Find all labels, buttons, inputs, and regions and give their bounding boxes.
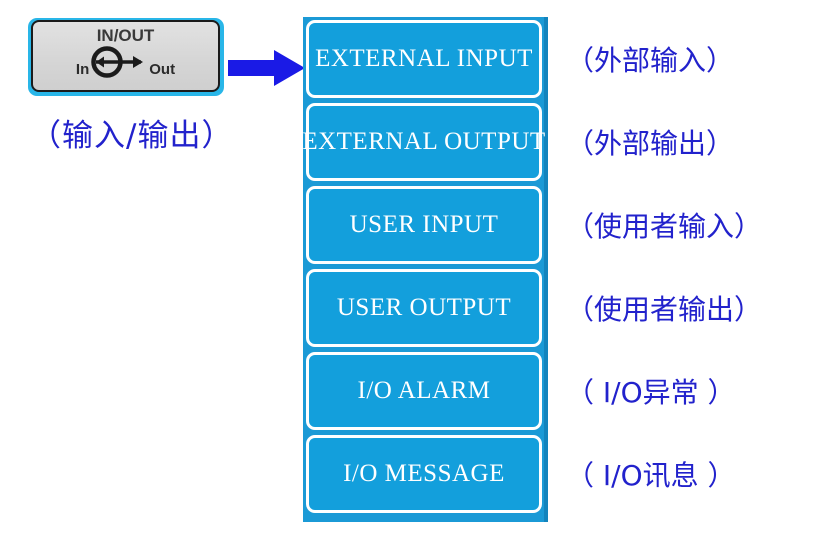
hardkey-out-label: Out [149, 61, 176, 78]
softkey-label: EXTERNAL INPUT [315, 45, 533, 72]
softkey-io-alarm[interactable]: I/O ALARM [306, 352, 542, 430]
annotation-row: （ I/O讯息 ） [566, 435, 824, 513]
softkey-label: USER INPUT [349, 211, 499, 238]
annotation-external-input: （外部输入） [566, 44, 735, 77]
hardkey-title-label: IN/OUT [96, 26, 155, 45]
annotation-user-output: （使用者输出） [566, 293, 763, 326]
softkey-label: I/O MESSAGE [343, 460, 505, 487]
right-arrow-icon [228, 48, 306, 88]
annotation-io-alarm: （ I/O异常 ） [566, 376, 736, 409]
softkey-external-output[interactable]: EXTERNAL OUTPUT [302, 103, 545, 181]
annotation-column: （外部输入） （外部输出） （使用者输入） （使用者输出） （ I/O异常 ） … [566, 17, 824, 522]
in-out-arrow-circle-icon [83, 45, 157, 79]
hardkey-caption-chinese: （输入/输出） [30, 118, 234, 154]
hardkey-in-label: In [75, 61, 90, 78]
annotation-row: （ I/O异常 ） [566, 352, 824, 430]
annotation-row: （外部输入） [566, 20, 824, 98]
softkey-label: USER OUTPUT [336, 294, 512, 321]
annotation-row: （使用者输入） [566, 186, 824, 264]
softkey-external-input[interactable]: EXTERNAL INPUT [306, 20, 542, 98]
softkey-io-message[interactable]: I/O MESSAGE [306, 435, 542, 513]
hardkey-face[interactable]: IN/OUT In Out [31, 20, 220, 92]
annotation-row: （外部输出） [566, 103, 824, 181]
softkey-user-input[interactable]: USER INPUT [306, 186, 542, 264]
annotation-external-output: （外部输出） [566, 127, 735, 160]
softkey-menu-panel: EXTERNAL INPUT EXTERNAL OUTPUT USER INPU… [302, 17, 548, 522]
softkey-user-output[interactable]: USER OUTPUT [306, 269, 542, 347]
annotation-user-input: （使用者输入） [566, 210, 763, 243]
hardkey-glyph-row: In Out [76, 45, 175, 79]
annotation-row: （使用者输出） [566, 269, 824, 347]
in-out-hardkey[interactable]: IN/OUT In Out [28, 18, 224, 96]
annotation-io-message: （ I/O讯息 ） [566, 459, 736, 492]
softkey-label: I/O ALARM [357, 377, 491, 404]
softkey-label: EXTERNAL OUTPUT [302, 128, 546, 155]
